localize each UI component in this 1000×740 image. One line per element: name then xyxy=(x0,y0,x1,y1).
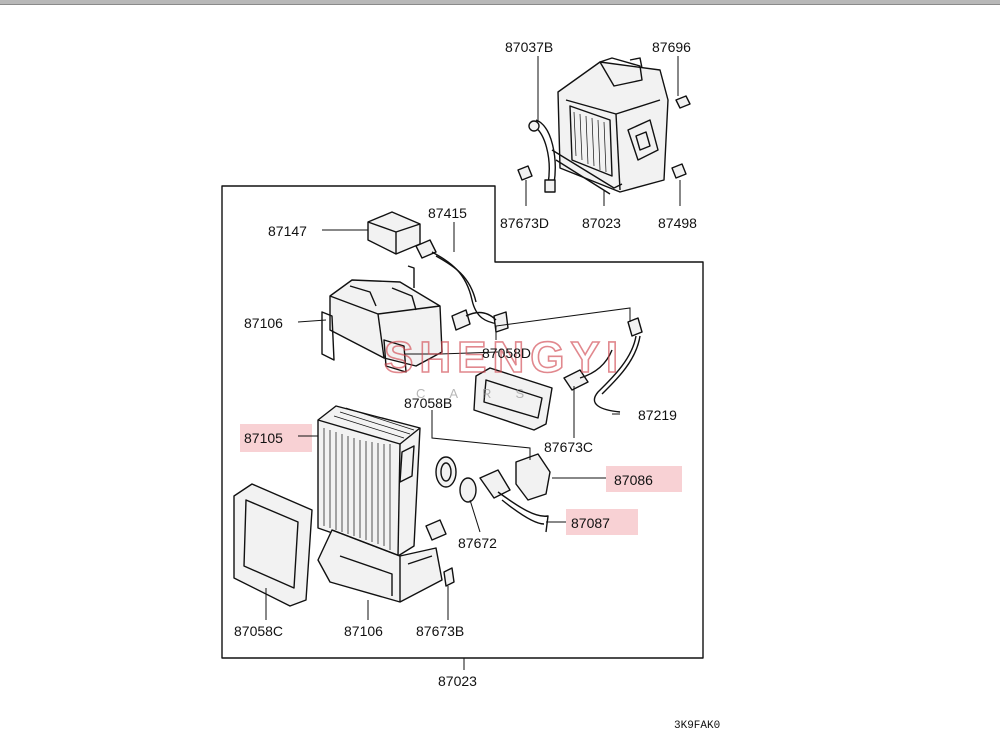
highlight-87086 xyxy=(606,466,682,492)
svg-text:SHENGYI: SHENGYI xyxy=(384,333,624,382)
callout-87147: 87147 xyxy=(268,223,307,239)
callout-labels: 87037B 87696 87673D 87023 87498 87147 87… xyxy=(234,39,697,689)
window-top-edge xyxy=(0,0,1000,5)
callout-87106-top: 87106 xyxy=(244,315,283,331)
part-87058d-frame xyxy=(473,367,553,431)
callout-87058b: 87058B xyxy=(404,395,452,411)
assembly-boundary xyxy=(221,185,704,659)
callout-87219: 87219 xyxy=(638,407,677,423)
figure-code: 3K9FAK0 xyxy=(674,720,720,732)
callout-87023-top: 87023 xyxy=(582,215,621,231)
callout-87023-bottom: 87023 xyxy=(438,673,477,689)
part-87105-evaporator-core xyxy=(317,405,447,557)
callout-87498: 87498 xyxy=(658,215,697,231)
callout-87037b: 87037B xyxy=(505,39,553,55)
assembled-unit-drawing xyxy=(517,57,691,195)
part-87673b-clip xyxy=(443,567,455,587)
part-87415-harness xyxy=(415,239,509,333)
part-87058c-gasket xyxy=(233,483,313,607)
callout-87673b: 87673B xyxy=(416,623,464,639)
callout-87415: 87415 xyxy=(428,205,467,221)
part-87106-lower-tray xyxy=(317,529,443,603)
part-87147-module xyxy=(367,211,421,255)
callout-87087: 87087 xyxy=(571,515,610,531)
callout-87058d: 87058D xyxy=(482,345,531,361)
callout-87673d: 87673D xyxy=(500,215,549,231)
highlight-87105 xyxy=(240,424,312,452)
leader-lines xyxy=(265,56,681,670)
callout-87058c: 87058C xyxy=(234,623,283,639)
callout-87086: 87086 xyxy=(614,472,653,488)
svg-text:CARS: CARS xyxy=(416,386,548,401)
watermark: SHENGYI CARS xyxy=(383,332,624,401)
callout-87106-bottom: 87106 xyxy=(344,623,383,639)
callout-87105: 87105 xyxy=(244,430,283,446)
callout-87696: 87696 xyxy=(652,39,691,55)
part-87106-upper-case xyxy=(321,265,443,373)
callout-87673c: 87673C xyxy=(544,439,593,455)
highlight-87087 xyxy=(566,509,638,535)
part-87672-seal-and-valve xyxy=(435,453,551,533)
part-87219-sensor-wire xyxy=(563,317,643,413)
callout-87672: 87672 xyxy=(458,535,497,551)
